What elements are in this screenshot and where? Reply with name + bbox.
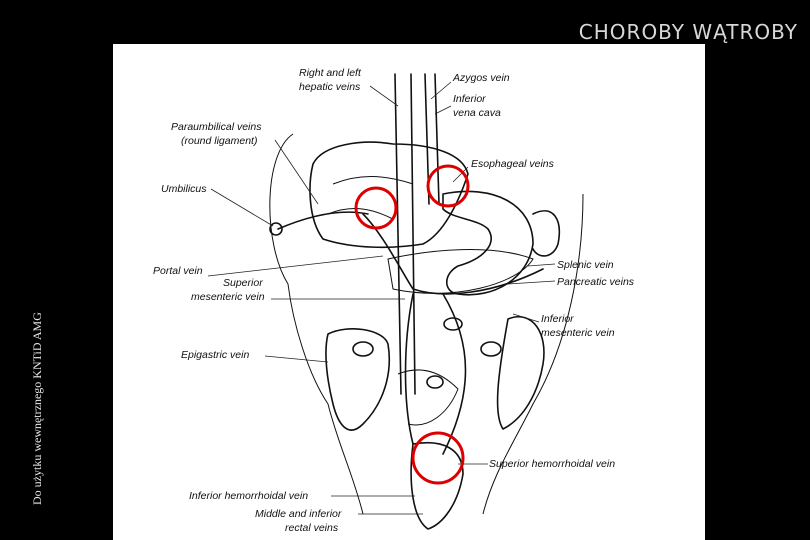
side-note: Do użytku wewnętrznego KNTiD AMG: [30, 312, 44, 505]
highlight-circle-esophageal: [426, 164, 470, 208]
label-portal: Portal vein: [153, 265, 203, 277]
umbilicus-mark: [269, 222, 283, 236]
label-pancreatic: Pancreatic veins: [557, 276, 635, 288]
label-superior-hemorrhoidal: Superior hemorrhoidal vein: [489, 458, 615, 470]
spleen: [532, 210, 560, 257]
rectum: [410, 442, 464, 530]
label-paraumbilical-2: (round ligament): [181, 135, 257, 147]
label-superior-mesenteric-1: Superior: [223, 277, 263, 289]
label-paraumbilical-1: Paraumbilical veins: [171, 121, 262, 133]
anatomy-drawing: Right and left hepatic veins Azygos vein…: [153, 67, 635, 534]
label-middle-inferior-rectal-2: rectal veins: [285, 522, 339, 534]
label-umbilicus: Umbilicus: [161, 183, 207, 195]
label-middle-inferior-rectal-1: Middle and inferior: [255, 508, 342, 520]
pancreas: [387, 249, 534, 294]
label-ivc-1: Inferior: [453, 93, 486, 105]
portal-circulation-figure: Right and left hepatic veins Azygos vein…: [113, 44, 705, 540]
label-right-left-hepatic-2: hepatic veins: [299, 81, 361, 93]
highlight-circle-hemorrhoidal: [411, 431, 465, 485]
label-inferior-mesenteric-2: mesenteric vein: [541, 327, 615, 339]
body-outline: [269, 133, 364, 515]
label-epigastric: Epigastric vein: [181, 349, 249, 361]
label-inferior-hemorrhoidal: Inferior hemorrhoidal vein: [189, 490, 308, 502]
stomach: [442, 190, 534, 296]
highlight-circle-paraumbilical: [354, 186, 398, 230]
slide-title: CHOROBY WĄTROBY: [578, 20, 798, 44]
large-intestine: [325, 328, 391, 431]
label-esophageal: Esophageal veins: [471, 158, 555, 170]
mesenteric-veins: [404, 293, 467, 455]
liver: [309, 141, 469, 249]
label-right-left-hepatic-1: Right and left: [299, 67, 362, 79]
label-ivc-2: vena cava: [453, 107, 501, 119]
label-superior-mesenteric-2: mesenteric vein: [191, 291, 265, 303]
label-azygos: Azygos vein: [452, 72, 510, 84]
label-splenic: Splenic vein: [557, 259, 614, 271]
label-inferior-mesenteric-1: Inferior: [541, 313, 574, 325]
portal-vein-line: [362, 213, 544, 295]
vena-cava: [394, 73, 416, 395]
